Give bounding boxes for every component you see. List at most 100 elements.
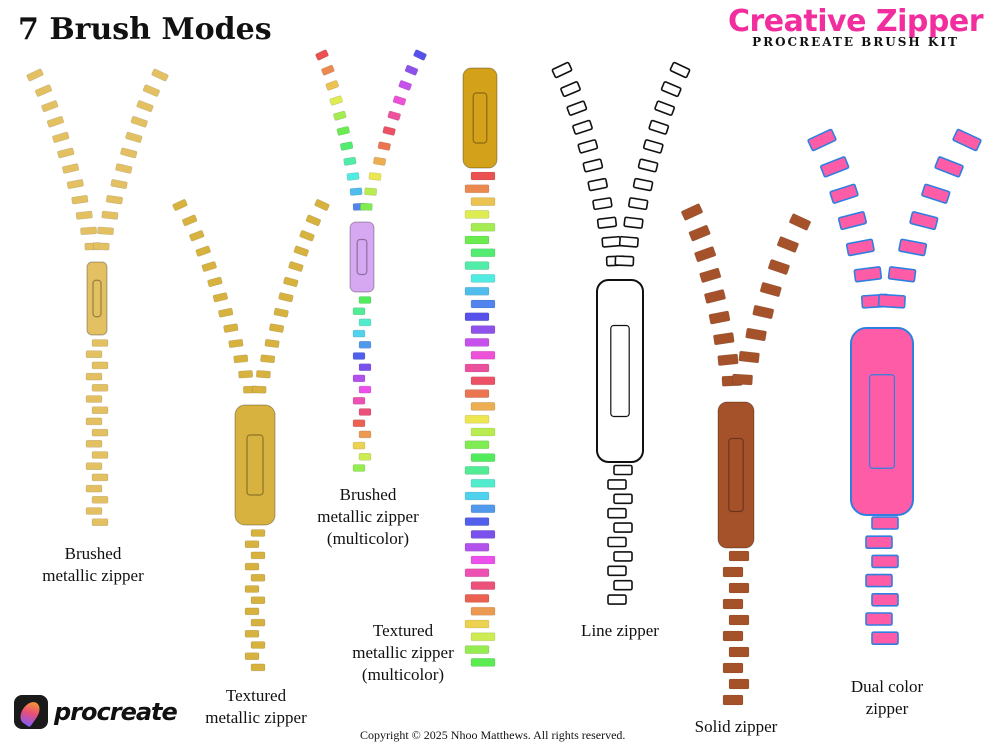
zipper-tooth [352, 329, 366, 338]
zipper-tooth [551, 61, 573, 79]
zipper-tooth [470, 427, 496, 437]
zipper-tooth [837, 211, 868, 231]
procreate-icon [14, 695, 48, 729]
zipper-tooth [398, 80, 412, 91]
zipper-tooth [142, 84, 160, 97]
zipper-tooth [921, 183, 951, 204]
zipper-tooth [218, 307, 234, 318]
zipper-slider [349, 221, 375, 293]
zipper-tooth [618, 235, 639, 248]
zipper-tooth [299, 230, 315, 242]
zipper-tooth [722, 630, 744, 642]
zipper-tooth [470, 632, 496, 642]
zipper-tooth [244, 652, 260, 661]
zipper-tooth [871, 631, 899, 646]
zipper-tooth [358, 318, 372, 327]
zipper-tooth [293, 245, 309, 257]
zipper-tooth [713, 332, 735, 346]
zipper-tooth [464, 645, 490, 654]
zipper-tooth [244, 540, 260, 549]
zipper-tooth [223, 323, 239, 333]
zipper-tooth [470, 581, 496, 590]
zipper-tooth [464, 286, 490, 296]
zipper-tooth [91, 451, 109, 459]
zipper-tooth [607, 479, 627, 490]
zipper-tooth [699, 267, 722, 283]
zipper-tooth [470, 274, 496, 283]
brand-logo: Creative Zipper PROCREATE BRUSH KIT [728, 4, 984, 49]
zipper-tooth [877, 293, 906, 309]
zipper-tooth [251, 385, 267, 394]
zipper-tooth [898, 238, 928, 257]
zipper-tooth [91, 383, 109, 392]
zipper-tooth [189, 230, 205, 242]
zipper-tooth [85, 484, 103, 493]
brand-subtitle: PROCREATE BRUSH KIT [752, 35, 959, 49]
zipper-tooth [464, 440, 490, 450]
zipper-tooth [728, 678, 750, 690]
zipper-tooth [91, 495, 109, 504]
zipper-tooth [57, 147, 75, 159]
zipper-tooth [596, 216, 618, 229]
zipper-tooth [358, 408, 372, 416]
zipper-tooth [470, 299, 496, 309]
zipper-tooth [464, 338, 490, 347]
zipper-tooth [607, 565, 627, 577]
zipper-tooth [201, 261, 217, 272]
zipper-6 [681, 203, 811, 706]
zipper-tooth [613, 464, 633, 476]
zipper-tooth [623, 216, 644, 229]
zipper-tooth [358, 430, 372, 439]
page-title: 7 Brush Modes [18, 12, 272, 47]
zipper-tooth [91, 406, 109, 415]
zipper-tooth [260, 354, 276, 364]
zipper-tooth [352, 396, 366, 405]
zipper-tooth [470, 453, 496, 462]
zipper-tooth [560, 81, 581, 98]
zipper-tooth [464, 184, 490, 194]
zipper-slider [717, 401, 755, 549]
zipper-tooth [776, 236, 799, 253]
zipper-tooth [62, 163, 80, 174]
zipper-tooth [359, 202, 373, 211]
zipper-tooth [632, 177, 654, 192]
zipper-tooth [470, 606, 496, 616]
zipper-tooth [464, 389, 490, 398]
label-solid-zipper: Solid zipper [694, 717, 778, 736]
zipper-tooth [637, 158, 659, 173]
zipper-tooth [250, 641, 266, 649]
zipper-tooth [807, 128, 837, 152]
zipper-tooth [315, 49, 329, 61]
zipper-tooth [717, 353, 739, 366]
zipper-tooth [464, 210, 490, 219]
zipper-tooth [41, 100, 59, 113]
zipper-tooth [572, 119, 593, 135]
zipper-tooth [694, 246, 717, 263]
zipper-tooth [136, 100, 154, 113]
zipper-tooth [829, 183, 859, 204]
zipper-tooth [349, 187, 363, 196]
zipper-tooth [244, 585, 260, 593]
zipper-tooth [120, 147, 138, 159]
zipper-tooth [871, 592, 899, 607]
zipper-tooth [238, 370, 254, 379]
zipper-tooth [151, 68, 169, 82]
zipper-tooth [314, 199, 330, 211]
zipper-tooth [582, 158, 604, 173]
zipper-tooth [613, 522, 633, 533]
zipper-tooth [708, 310, 731, 325]
zipper-tooth [358, 340, 372, 349]
zipper-tooth [470, 658, 496, 667]
zipper-tooth [325, 80, 339, 91]
zipper-tooth [105, 194, 123, 205]
zipper-tooth [264, 338, 280, 348]
zipper-tooth [728, 582, 750, 594]
zipper-tooth [244, 562, 260, 571]
zipper-tooth [377, 141, 391, 151]
zipper-slider [86, 261, 108, 336]
zipper-tooth [250, 663, 266, 672]
zipper-tooth [91, 428, 109, 437]
zipper-tooth [464, 491, 490, 501]
